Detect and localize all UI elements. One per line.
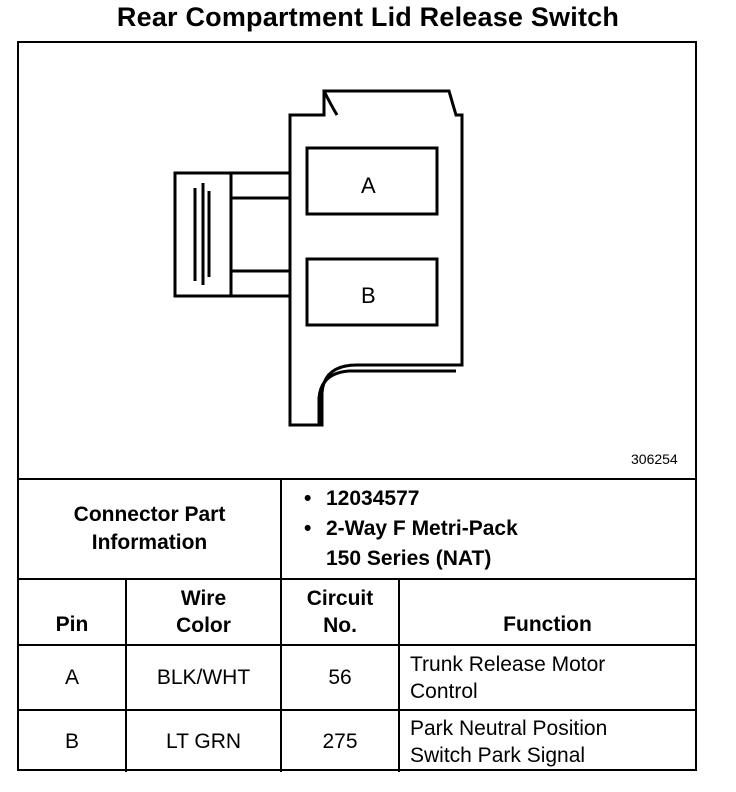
table-header-row: Pin Wire Color Circuit No. Function xyxy=(19,578,695,646)
description-line2: 150 Series (NAT) xyxy=(326,547,492,570)
figure-id: 306254 xyxy=(631,451,678,467)
description-line1: 2-Way F Metri-Pack xyxy=(304,514,695,544)
circuit-header-line1: Circuit xyxy=(306,587,374,610)
connector-info-label-text: Connector Part Information xyxy=(73,503,226,554)
cavity-a-label: A xyxy=(361,173,376,198)
function-line1: Trunk Release Motor xyxy=(410,652,606,676)
function-header-text: Function xyxy=(503,613,592,636)
connector-info-label: Connector Part Information xyxy=(19,478,282,580)
wire-color-header-line1: Wire xyxy=(180,587,227,610)
connector-info-values: 12034577 2-Way F Metri-Pack 150 Series (… xyxy=(280,478,695,580)
pin-header-text: Pin xyxy=(55,613,89,636)
connector-drawing xyxy=(173,89,464,427)
connector-info-row: Connector Part Information 12034577 2-Wa… xyxy=(19,478,695,580)
function-header: Function xyxy=(398,578,695,646)
pin-cell: A xyxy=(19,644,127,711)
pin-cell: B xyxy=(19,709,127,772)
function-line2: Switch Park Signal xyxy=(410,743,586,767)
function-cell: Trunk Release Motor Control xyxy=(398,644,695,711)
function-line2: Control xyxy=(410,679,478,703)
connector-diagram: A B 306254 xyxy=(19,43,695,478)
circuit-header: Circuit No. xyxy=(280,578,400,646)
table-row: B LT GRN 275 Park Neutral Position Switc… xyxy=(19,709,695,772)
wire-color-header: Wire Color xyxy=(125,578,282,646)
wire-color-cell: BLK/WHT xyxy=(125,644,282,711)
circuit-header-line2: No. xyxy=(323,614,357,637)
circuit-cell: 56 xyxy=(280,644,400,711)
wire-color-header-line2: Color xyxy=(176,614,231,637)
cavity-b-label: B xyxy=(361,283,376,308)
part-number: 12034577 xyxy=(304,484,695,514)
connector-frame: A B 306254 Connector Part Information 12… xyxy=(17,41,697,772)
pin-header: Pin xyxy=(19,578,127,646)
page-title: Rear Compartment Lid Release Switch xyxy=(116,2,620,32)
wire-color-cell: LT GRN xyxy=(125,709,282,772)
function-cell: Park Neutral Position Switch Park Signal xyxy=(398,709,695,772)
table-row: A BLK/WHT 56 Trunk Release Motor Control xyxy=(19,644,695,711)
connector-table: Connector Part Information 12034577 2-Wa… xyxy=(19,478,695,772)
circuit-cell: 275 xyxy=(280,709,400,772)
function-line1: Park Neutral Position xyxy=(410,716,608,740)
